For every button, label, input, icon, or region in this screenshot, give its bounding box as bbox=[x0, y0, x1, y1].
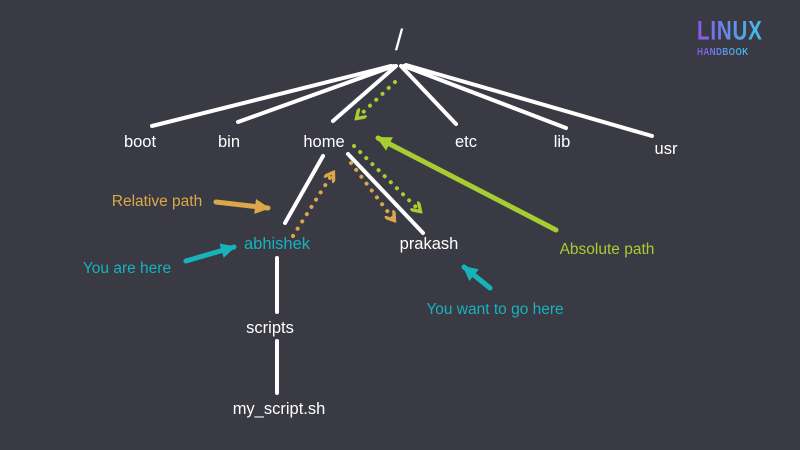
node-label-abhishek: abhishek bbox=[244, 235, 311, 253]
node-label-boot: boot bbox=[124, 133, 157, 151]
node-label-lib: lib bbox=[554, 133, 571, 151]
absolute-route-dotted-root-to-home bbox=[357, 80, 397, 118]
linux-handbook-logo: LINUX HANDBOOK bbox=[697, 15, 777, 59]
edge-root-home bbox=[331, 64, 398, 123]
node-label-my-script-sh: my_script.sh bbox=[233, 400, 326, 418]
edge-home-abhishek bbox=[283, 154, 325, 225]
relative-route-dotted-home-to-prakash bbox=[349, 161, 394, 220]
node-label-scripts: scripts bbox=[246, 319, 294, 337]
node-label-home: home bbox=[303, 133, 344, 151]
edge-root-lib bbox=[402, 64, 568, 130]
node-label-usr: usr bbox=[655, 140, 678, 158]
node-label-root: / bbox=[395, 24, 404, 57]
you-are-here-arrow bbox=[183, 243, 237, 264]
relative-route-dotted-abhishek-to-home bbox=[291, 173, 333, 238]
absolute-route-dotted-home-to-prakash bbox=[352, 144, 420, 211]
label-you-want-to-go-here: You want to go here bbox=[426, 301, 563, 318]
absolute-path-arrow bbox=[375, 135, 559, 233]
node-label-etc: etc bbox=[455, 133, 477, 151]
node-label-bin: bin bbox=[218, 133, 240, 151]
label-absolute-path: Absolute path bbox=[560, 241, 655, 258]
label-relative-path: Relative path bbox=[112, 193, 202, 210]
edge-root-bin bbox=[236, 64, 396, 124]
edge-home-prakash bbox=[346, 152, 425, 235]
label-you-are-here: You are here bbox=[83, 260, 171, 277]
relative-path-arrow bbox=[213, 199, 271, 214]
logo-handbook-text: HANDBOOK bbox=[697, 47, 749, 58]
edge-root-etc bbox=[399, 64, 458, 126]
you-want-to-go-here-arrow bbox=[461, 264, 493, 291]
edge-root-usr bbox=[404, 63, 654, 138]
node-label-prakash: prakash bbox=[400, 235, 459, 253]
edge-root-boot bbox=[150, 64, 393, 128]
logo-linux-text: LINUX bbox=[697, 15, 763, 47]
